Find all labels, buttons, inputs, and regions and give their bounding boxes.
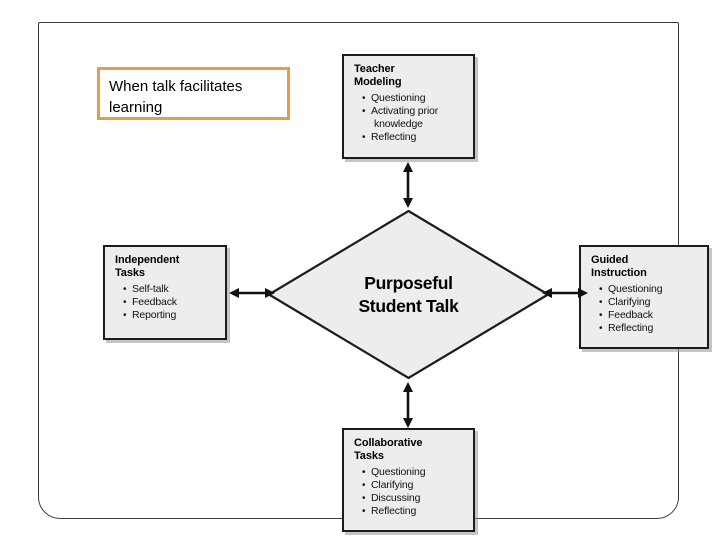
list-item-label: Clarifying	[371, 479, 414, 491]
bullet-icon: •	[123, 310, 127, 321]
list-item: • Feedback	[123, 296, 217, 309]
list-item-label: Reporting	[132, 309, 177, 321]
node-list-teacher-modeling: • Questioning • Activating prior knowled…	[354, 92, 465, 144]
node-guided-instruction: Guided Instruction • Questioning • Clari…	[579, 245, 709, 349]
node-title-line2: Modeling	[354, 76, 402, 88]
node-title-line2: Tasks	[115, 267, 145, 279]
node-title-teacher-modeling: Teacher Modeling	[354, 63, 465, 89]
list-item: • Discussing	[362, 492, 465, 505]
diamond-shape	[267, 209, 550, 380]
bullet-icon: •	[599, 284, 603, 295]
bullet-icon: •	[362, 506, 366, 517]
list-item-label: Feedback	[608, 309, 653, 321]
bullet-icon: •	[362, 493, 366, 504]
bullet-icon: •	[599, 297, 603, 308]
list-item: • Self-talk	[123, 283, 217, 296]
node-list-guided-instruction: • Questioning • Clarifying • Feedback • …	[591, 283, 699, 335]
center-node-purposeful-student-talk: Purposeful Student Talk	[267, 209, 550, 380]
bullet-icon: •	[362, 93, 366, 104]
bullet-icon: •	[123, 297, 127, 308]
list-item: • Questioning	[362, 92, 465, 105]
list-item: • Feedback	[599, 309, 699, 322]
list-item-label: Questioning	[371, 92, 426, 104]
slide-frame: When talk facilitates learning Purposefu…	[38, 22, 709, 532]
double-arrow-horizontal-icon-right	[542, 283, 588, 303]
list-item-label: Feedback	[132, 296, 177, 308]
double-arrow-horizontal-icon-left	[229, 283, 275, 303]
bullet-icon: •	[362, 480, 366, 491]
node-list-independent-tasks: • Self-talk • Feedback • Reporting	[115, 283, 217, 322]
node-independent-tasks: Independent Tasks • Self-talk • Feedback…	[103, 245, 227, 340]
node-title-line1: Teacher	[354, 63, 395, 75]
list-item-label: Clarifying	[608, 296, 651, 308]
node-title-line2: Instruction	[591, 267, 647, 279]
node-title-line2: Tasks	[354, 450, 384, 462]
node-title-guided-instruction: Guided Instruction	[591, 254, 699, 280]
list-item: • Reflecting	[362, 505, 465, 518]
list-item: • Clarifying	[599, 296, 699, 309]
title-callout-box: When talk facilitates learning	[97, 67, 290, 120]
node-title-line1: Independent	[115, 254, 180, 266]
node-title-independent-tasks: Independent Tasks	[115, 254, 217, 280]
title-callout-text: When talk facilitates learning	[109, 78, 243, 116]
list-item: • Reflecting	[362, 131, 465, 144]
node-title-line1: Guided	[591, 254, 629, 266]
bullet-icon: •	[123, 284, 127, 295]
bullet-icon: •	[362, 132, 366, 143]
node-collaborative-tasks: Collaborative Tasks • Questioning • Clar…	[342, 428, 475, 532]
node-title-line1: Collaborative	[354, 437, 423, 449]
bullet-icon: •	[362, 467, 366, 478]
list-item-label: Reflecting	[371, 505, 417, 517]
list-item-label: Discussing	[371, 492, 421, 504]
list-item: • Reflecting	[599, 322, 699, 335]
node-teacher-modeling: Teacher Modeling • Questioning • Activat…	[342, 54, 475, 159]
node-list-collaborative-tasks: • Questioning • Clarifying • Discussing …	[354, 466, 465, 518]
list-item-label: Questioning	[371, 466, 426, 478]
node-title-collaborative-tasks: Collaborative Tasks	[354, 437, 465, 463]
list-item-label: Reflecting	[608, 322, 654, 334]
list-item-label: Self-talk	[132, 283, 169, 295]
list-item: • Questioning	[599, 283, 699, 296]
double-arrow-vertical-icon-top	[398, 162, 418, 208]
bullet-icon: •	[599, 323, 603, 334]
list-item-label: Reflecting	[371, 131, 417, 143]
list-item-label: Questioning	[608, 283, 663, 295]
list-item: • Reporting	[123, 309, 217, 322]
bullet-icon: •	[362, 106, 366, 117]
list-item-continuation: knowledge	[374, 118, 423, 130]
list-item: • Activating prior knowledge	[362, 105, 465, 131]
list-item: • Questioning	[362, 466, 465, 479]
double-arrow-vertical-icon-bottom	[398, 382, 418, 428]
list-item: • Clarifying	[362, 479, 465, 492]
bullet-icon: •	[599, 310, 603, 321]
list-item-label: Activating prior	[371, 105, 439, 117]
